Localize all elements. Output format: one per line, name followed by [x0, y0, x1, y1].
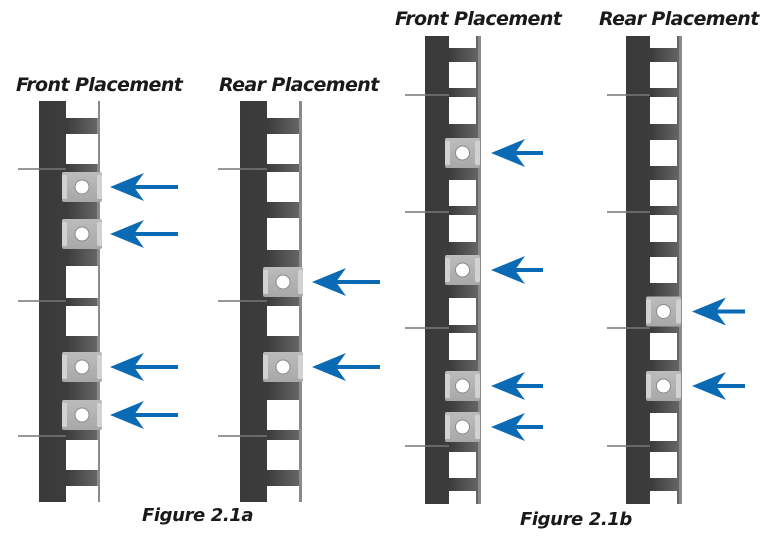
fig-2-1b-front-cage-nut-tab — [475, 141, 480, 165]
fig-2-1b-front-square-hole — [449, 298, 476, 325]
fig-2-1b-front-cage-nut-tab — [475, 258, 480, 282]
fig-2-1a-front-cage-nut-tab — [97, 175, 102, 199]
fig-2-1b-rear-rail-edge — [679, 36, 682, 504]
fig-2-1a-front-cage-nut-tab — [62, 403, 67, 427]
fig-2-1b-rear-cage-nut-hole — [656, 304, 671, 319]
fig-2-1b-rear-arrow-head-icon — [692, 372, 726, 400]
fig-2-1a-rear-square-hole — [267, 440, 299, 470]
fig-2-1a-rear-cage-nut-tab — [298, 355, 303, 379]
fig-2-1b-front-cage-nut-tab — [475, 415, 480, 439]
fig-2-1b-front-arrow-head-icon — [491, 372, 525, 400]
fig-2-1a-front-cage-nut-tab — [62, 175, 67, 199]
fig-2-1a-front-cage-nut-tab — [62, 222, 67, 246]
fig-2-1a-caption: Figure 2.1a — [142, 505, 254, 526]
fig-2-1a-front-label: Front Placement — [16, 74, 183, 96]
fig-2-1b-rear-arrow-head-icon — [692, 297, 726, 326]
fig-2-1b-front-square-hole — [449, 215, 476, 242]
fig-2-1a-front-cage-nut-tab — [97, 403, 102, 427]
fig-2-1a-front-square-hole — [66, 101, 98, 118]
fig-2-1a-front-cage-nut-hole — [74, 179, 90, 195]
fig-2-1b-rear-square-hole — [650, 140, 677, 166]
fig-2-1b-caption: Figure 2.1b — [520, 509, 632, 530]
fig-2-1a-front-cage-nut-tab — [62, 355, 67, 379]
fig-2-1a-front-square-hole — [66, 266, 98, 298]
fig-2-1b-rear-square-hole — [650, 62, 677, 88]
fig-2-1b-rear-square-hole — [650, 36, 677, 48]
fig-2-1a-rear-square-hole — [267, 400, 299, 430]
fig-2-1a-front-arrow-head-icon — [110, 220, 144, 248]
fig-2-1b-front-cage-nut-tab — [445, 141, 450, 165]
fig-2-1a-front-cage-nut-hole — [74, 359, 90, 375]
fig-2-1a-rear-arrow-head-icon — [312, 268, 346, 296]
fig-2-1a-front-cage-nut-tab — [97, 355, 102, 379]
fig-2-1b-rear-square-hole — [650, 97, 677, 124]
fig-2-1b-front-square-hole — [449, 491, 476, 504]
fig-2-1a-rear-rail-edge — [299, 101, 302, 502]
fig-2-1b-front-square-hole — [449, 333, 476, 360]
fig-2-1a-rear-cage-nut-hole — [275, 359, 291, 375]
fig-2-1b-rear-label: Rear Placement — [599, 8, 759, 30]
fig-2-1b-rear-square-hole — [650, 215, 677, 242]
fig-2-1b-rear-square-hole — [650, 180, 677, 206]
fig-2-1a-rear-square-hole — [267, 134, 299, 164]
fig-2-1a-front-arrow-head-icon — [110, 353, 144, 381]
fig-2-1b-rear-cage-nut-tab — [646, 374, 651, 398]
fig-2-1b-front-square-hole — [449, 36, 476, 48]
fig-2-1b-front-cage-nut-tab — [445, 415, 450, 439]
fig-2-1b-front-square-hole — [449, 62, 476, 88]
fig-2-1a-front-cage-nut-tab — [97, 222, 102, 246]
fig-2-1b-front-arrow-head-icon — [491, 413, 525, 441]
fig-2-1b-rear-square-hole — [650, 257, 677, 283]
fig-2-1a-rear-square-hole — [267, 486, 299, 502]
fig-2-1b-rear-square-hole — [650, 413, 677, 441]
fig-2-1b-front-arrow-head-icon — [491, 256, 525, 284]
fig-2-1b-front-cage-nut-hole — [455, 378, 470, 394]
fig-2-1a-rear-square-hole — [267, 172, 299, 202]
fig-2-1b-rear-square-hole — [650, 491, 677, 504]
fig-2-1b-rear-square-hole — [650, 452, 677, 478]
fig-2-1a-front-arrow-head-icon — [110, 401, 144, 429]
fig-2-1a-front-square-hole — [66, 440, 98, 470]
fig-2-1b-rear-square-hole — [650, 333, 677, 360]
fig-2-1a-front-cage-nut-hole — [74, 407, 90, 423]
fig-2-1a-rear-label: Rear Placement — [219, 74, 379, 96]
fig-2-1b-front-cage-nut-tab — [475, 374, 480, 398]
fig-2-1b-front-label: Front Placement — [395, 8, 562, 30]
fig-2-1a-rear-cage-nut-tab — [263, 270, 268, 294]
fig-2-1a-rear-cage-nut-hole — [275, 274, 291, 290]
fig-2-1a-front-rail-edge — [97, 101, 100, 502]
fig-2-1b-front-cage-nut-hole — [455, 262, 470, 278]
fig-2-1a-rear-square-hole — [267, 101, 299, 118]
fig-2-1b-front-square-hole — [449, 452, 476, 478]
fig-2-1b-front-cage-nut-hole — [455, 419, 470, 435]
fig-2-1b-front-cage-nut-tab — [445, 374, 450, 398]
fig-2-1b-front-cage-nut-tab — [445, 258, 450, 282]
fig-2-1a-front-square-hole — [66, 486, 98, 502]
fig-2-1a-rear-arrow-head-icon — [312, 353, 346, 381]
fig-2-1a-rear-cage-nut-tab — [298, 270, 303, 294]
fig-2-1b-rear-cage-nut-tab — [676, 374, 681, 398]
fig-2-1b-front-square-hole — [449, 180, 476, 206]
fig-2-1a-rear-square-hole — [267, 218, 299, 250]
fig-2-1b-rear-cage-nut-tab — [676, 299, 681, 324]
fig-2-1a-rear-square-hole — [267, 306, 299, 336]
fig-2-1b-front-cage-nut-hole — [455, 145, 470, 161]
fig-2-1b-front-arrow-head-icon — [491, 139, 525, 167]
fig-2-1b-front-square-hole — [449, 97, 476, 124]
fig-2-1a-front-cage-nut-hole — [74, 226, 90, 242]
fig-2-1b-rear-cage-nut-tab — [646, 299, 651, 324]
fig-2-1a-front-square-hole — [66, 134, 98, 164]
fig-2-1a-front-square-hole — [66, 306, 98, 336]
fig-2-1b-rear-cage-nut-hole — [656, 378, 671, 394]
fig-2-1a-rear-cage-nut-tab — [263, 355, 268, 379]
fig-2-1a-front-arrow-head-icon — [110, 173, 144, 201]
